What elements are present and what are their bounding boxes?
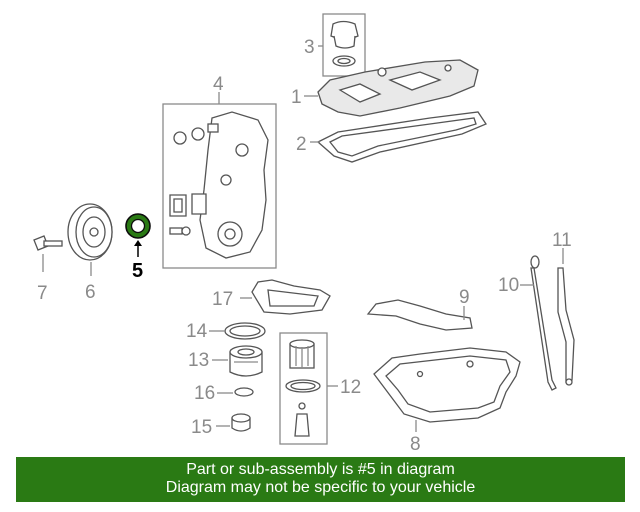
callout-5-highlighted: 5 bbox=[132, 260, 143, 282]
part-11-dipstick-tube[interactable] bbox=[557, 267, 575, 386]
part-5-oil-seal[interactable] bbox=[125, 213, 151, 239]
part-13-oil-filter-cap[interactable] bbox=[229, 345, 263, 377]
banner-line-2: Diagram may not be specific to your vehi… bbox=[165, 479, 476, 496]
banner-line-1: Part or sub-assembly is #5 in diagram bbox=[186, 461, 455, 478]
callout-1: 1 bbox=[291, 87, 302, 108]
parts-diagram: 3 1 2 4 5 bbox=[33, 13, 575, 455]
part-1-valve-cover[interactable] bbox=[317, 59, 479, 117]
callout-11: 11 bbox=[552, 230, 572, 251]
callout-8: 8 bbox=[410, 434, 421, 455]
callout-13: 13 bbox=[188, 350, 209, 371]
part-14-gasket[interactable] bbox=[224, 322, 266, 340]
part-2-valve-cover-gasket[interactable] bbox=[316, 111, 487, 163]
callout-10: 10 bbox=[498, 275, 519, 296]
callout-17: 17 bbox=[212, 289, 233, 310]
part-4-timing-cover[interactable] bbox=[162, 103, 277, 269]
part-16-o-ring[interactable] bbox=[234, 387, 254, 397]
part-15-drain-plug[interactable] bbox=[231, 413, 251, 432]
callout-3: 3 bbox=[304, 37, 315, 58]
part-17-oil-strainer[interactable] bbox=[251, 279, 331, 315]
callout-2: 2 bbox=[296, 134, 307, 155]
part-12-oil-filter-kit[interactable] bbox=[279, 332, 328, 445]
callout-14: 14 bbox=[186, 321, 208, 342]
info-banner: Part or sub-assembly is #5 in diagram Di… bbox=[16, 457, 625, 502]
part-7-pulley-bolt[interactable] bbox=[33, 235, 63, 251]
callout-7: 7 bbox=[37, 283, 48, 304]
callout-9: 9 bbox=[459, 287, 470, 308]
part-8-oil-pan[interactable] bbox=[373, 347, 521, 423]
callout-15: 15 bbox=[191, 417, 212, 438]
part-9-baffle-plate[interactable] bbox=[366, 299, 473, 331]
callout-16: 16 bbox=[194, 383, 215, 404]
callout-4: 4 bbox=[213, 74, 224, 95]
part-6-crankshaft-pulley[interactable] bbox=[67, 203, 113, 261]
callout-12: 12 bbox=[340, 377, 361, 398]
part-10-dipstick[interactable] bbox=[530, 255, 557, 391]
callout-6: 6 bbox=[85, 282, 96, 303]
part-3-oil-filler-cap[interactable] bbox=[322, 13, 366, 77]
